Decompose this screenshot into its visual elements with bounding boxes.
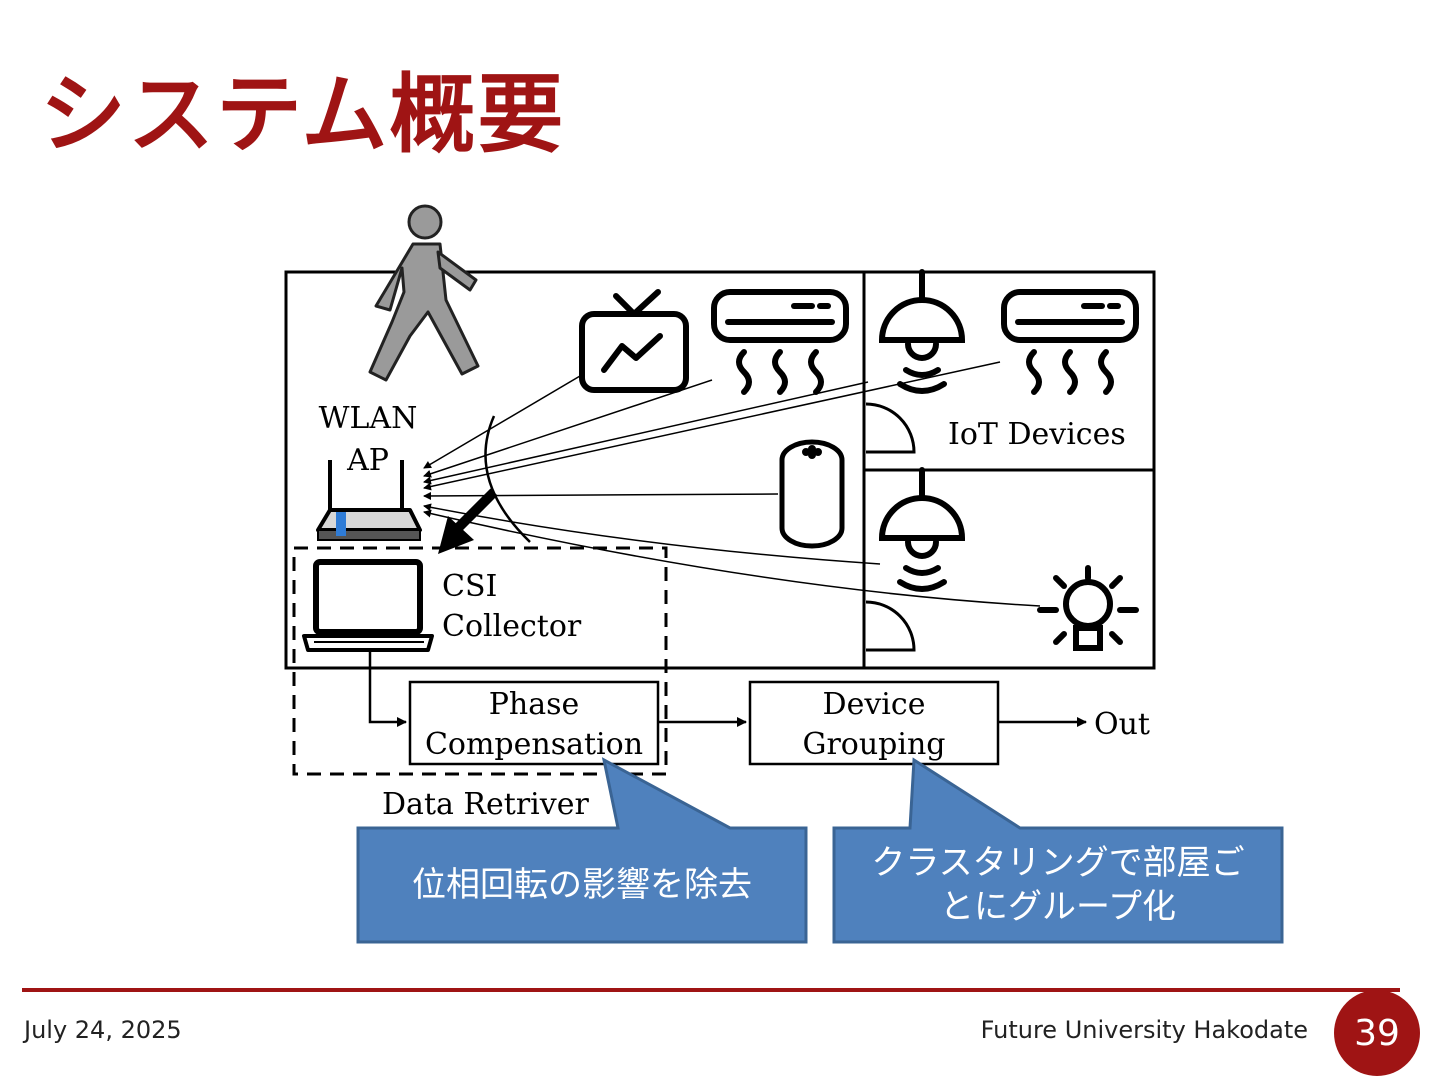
slide-title: システム概要	[40, 65, 566, 165]
callout-grouping: クラスタリングで部屋ご とにグループ化	[832, 757, 1284, 944]
device-grouping-label-2: Grouping	[802, 727, 945, 762]
page-number: 39	[1334, 990, 1420, 1076]
callout-grouping-text: クラスタリングで部屋ご	[871, 843, 1244, 883]
signal-bracket	[484, 415, 531, 543]
laptop-icon	[302, 559, 434, 652]
out-label: Out	[1094, 707, 1150, 742]
router-icon	[316, 460, 422, 541]
footer-organization: Future University Hakodate	[980, 1016, 1308, 1044]
big-arrow	[438, 488, 498, 554]
tv-icon	[579, 289, 689, 393]
air-conditioner-icon	[711, 289, 849, 395]
pendant-lamp-icon	[878, 467, 966, 592]
callout-grouping-text-2: とにグループ化	[940, 887, 1176, 927]
footer-date: July 24, 2025	[24, 1016, 182, 1044]
data-retriever-box	[292, 546, 668, 776]
phase-compensation-label: Phase	[489, 687, 580, 722]
signal-lines	[423, 361, 1041, 607]
wlan-ap-label-2: AP	[346, 443, 389, 478]
iot-devices-label: IoT Devices	[948, 417, 1126, 452]
callout-phase-text: 位相回転の影響を除去	[412, 865, 752, 905]
data-retriver-label: Data Retriver	[382, 787, 589, 822]
pendant-lamp-icon	[878, 269, 966, 394]
phase-compensation-box	[408, 680, 660, 766]
phase-compensation-label-2: Compensation	[425, 727, 643, 762]
footer-divider	[22, 988, 1400, 992]
csi-collector-label-2: Collector	[442, 609, 582, 644]
light-bulb-icon	[1037, 565, 1139, 651]
wlan-ap-label: WLAN	[319, 401, 418, 436]
flow-connectors	[368, 652, 1087, 727]
room-outline	[284, 270, 1156, 670]
walking-person-icon	[368, 204, 480, 382]
device-grouping-box	[748, 680, 1000, 766]
callout-phase: 位相回転の影響を除去	[356, 757, 808, 944]
device-grouping-label: Device	[823, 687, 926, 722]
air-conditioner-icon	[1001, 289, 1139, 395]
csi-collector-label: CSI	[442, 569, 497, 604]
smart-speaker-icon	[779, 439, 845, 549]
door-symbol	[865, 402, 916, 652]
